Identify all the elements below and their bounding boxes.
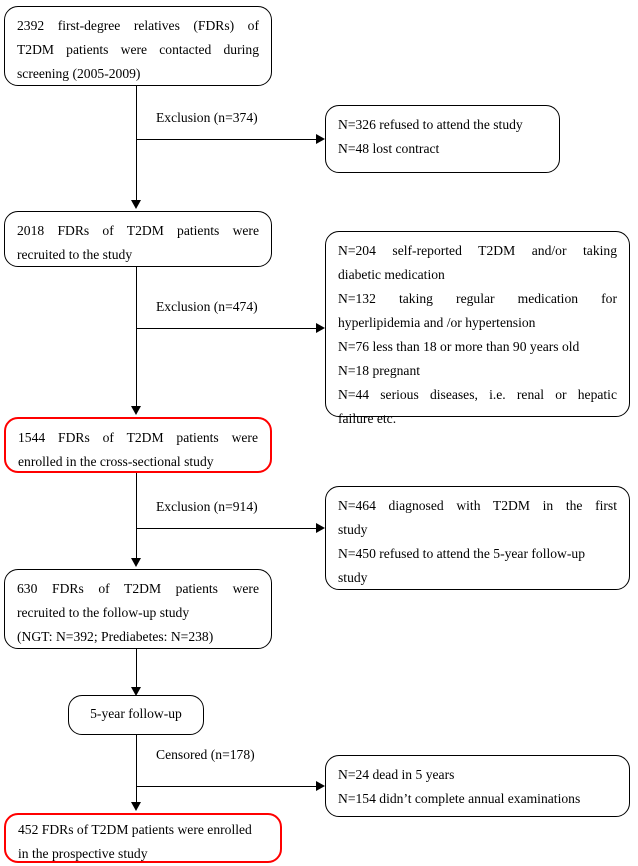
node-follow-up-recruited-line-2: recruited to the follow-up study [17, 605, 190, 620]
arrowhead-recruited [130, 200, 141, 209]
edge-label-exclusion-1: Exclusion (n=374) [156, 110, 258, 125]
connector-stage-to-prospective [136, 735, 137, 804]
node-excluded-3-line-4: study [338, 570, 368, 585]
node-prospective-line-2: in the prospective study [18, 846, 148, 861]
node-excluded-2-line-4: hyperlipidemia and /or hypertension [338, 315, 536, 330]
node-recruited-line-2: recruited to the study [17, 247, 133, 262]
node-screened-line-1: 2392 first-degree relatives (FDRs) of [17, 18, 259, 33]
node-excluded-2-line-1: N=204 self-reported T2DM and/or taking [338, 243, 617, 258]
arrowhead-censored [316, 780, 325, 791]
node-censored-line-2: N=154 didn’t complete annual examination… [338, 791, 581, 806]
node-cross-sectional: 1544 FDRs of T2DM patients were enrolled… [4, 417, 272, 473]
arrowhead-cross-sectional [130, 406, 141, 415]
node-cross-sectional-line-2: enrolled in the cross-sectional study [18, 454, 214, 469]
connector-recruited-to-cross-sectional [136, 267, 137, 408]
arrowhead-exclusion-3 [316, 522, 325, 533]
node-excluded-1-line-1: N=326 refused to attend the study [338, 117, 523, 132]
connector-cross-sectional-to-follow-up [136, 473, 137, 560]
node-follow-up-recruited-line-3: (NGT: N=392; Prediabetes: N=238) [17, 629, 214, 644]
node-follow-up-stage: 5-year follow-up [68, 695, 204, 735]
arrowhead-prospective [130, 802, 141, 811]
connector-exclusion-2 [136, 328, 317, 329]
node-excluded-2-line-6: N=18 pregnant [338, 363, 421, 378]
node-recruited-line-1: 2018 FDRs of T2DM patients were [17, 223, 259, 238]
node-excluded-1-line-2: N=48 lost contract [338, 141, 440, 156]
node-prospective-line-1: 452 FDRs of T2DM patients were enrolled [18, 822, 252, 837]
node-follow-up-recruited-line-1: 630 FDRs of T2DM patients were [17, 581, 259, 596]
edge-label-censored: Censored (n=178) [156, 747, 255, 762]
node-excluded-3: N=464 diagnosed with T2DM in the first s… [325, 486, 630, 590]
connector-exclusion-3 [136, 528, 317, 529]
connector-censored [136, 786, 317, 787]
arrowhead-follow-up-recruited [130, 558, 141, 567]
connector-follow-up-to-stage [136, 649, 137, 689]
node-excluded-3-line-1: N=464 diagnosed with T2DM in the first [338, 498, 617, 513]
arrowhead-follow-up-stage [130, 687, 141, 696]
node-screened: 2392 first-degree relatives (FDRs) of T2… [4, 6, 272, 86]
node-excluded-2-line-5: N=76 less than 18 or more than 90 years … [338, 339, 580, 354]
node-censored: N=24 dead in 5 years N=154 didn’t comple… [325, 755, 630, 817]
arrowhead-exclusion-1 [316, 133, 325, 144]
node-excluded-1: N=326 refused to attend the study N=48 l… [325, 105, 560, 173]
connector-screened-to-recruited [136, 86, 137, 202]
node-screened-line-3: screening (2005-2009) [17, 66, 141, 81]
node-excluded-2-line-3: N=132 taking regular medication for [338, 291, 617, 306]
edge-label-exclusion-2: Exclusion (n=474) [156, 299, 258, 314]
arrowhead-exclusion-2 [316, 322, 325, 333]
node-excluded-2-line-2: diabetic medication [338, 267, 445, 282]
node-follow-up-stage-label: 5-year follow-up [90, 706, 182, 721]
node-recruited: 2018 FDRs of T2DM patients were recruite… [4, 211, 272, 267]
node-excluded-2-line-7: N=44 serious diseases, i.e. renal or hep… [338, 387, 617, 402]
node-cross-sectional-line-1: 1544 FDRs of T2DM patients were [18, 430, 258, 445]
node-censored-line-1: N=24 dead in 5 years [338, 767, 455, 782]
node-excluded-3-line-3: N=450 refused to attend the 5-year follo… [338, 546, 585, 561]
node-excluded-2-line-8: failure etc. [338, 411, 397, 426]
node-prospective: 452 FDRs of T2DM patients were enrolled … [4, 813, 282, 863]
node-screened-line-2: T2DM patients were contacted during [17, 42, 259, 57]
node-excluded-2: N=204 self-reported T2DM and/or taking d… [325, 231, 630, 426]
node-excluded-3-line-2: study [338, 522, 368, 537]
edge-label-exclusion-3: Exclusion (n=914) [156, 499, 258, 514]
node-follow-up-recruited: 630 FDRs of T2DM patients were recruited… [4, 569, 272, 649]
connector-exclusion-1 [136, 139, 317, 140]
